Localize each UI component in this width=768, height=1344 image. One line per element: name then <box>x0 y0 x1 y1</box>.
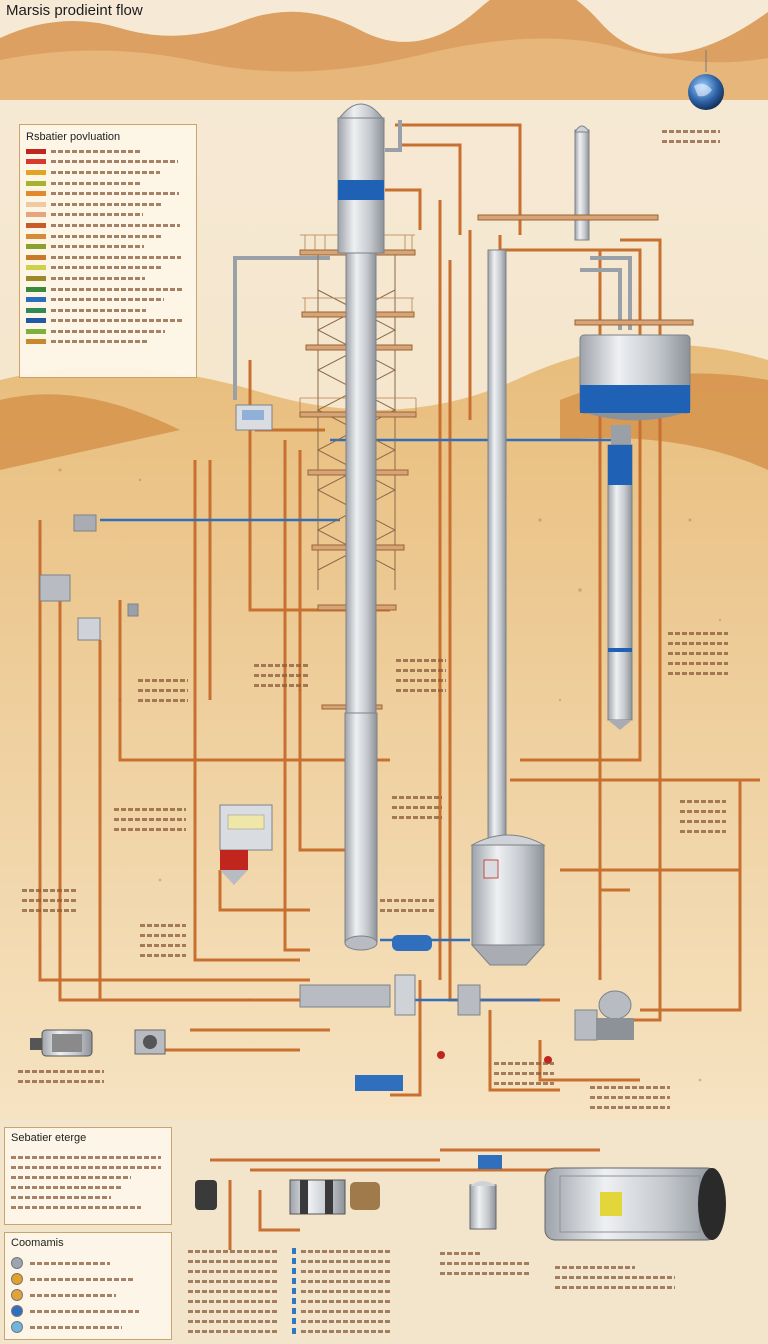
callout-heat-exchanger <box>140 920 186 960</box>
component-dot-icon <box>11 1257 23 1269</box>
legend-swatch <box>26 307 46 313</box>
component-row <box>11 1319 165 1335</box>
component-dot-icon <box>11 1305 23 1317</box>
legend-title: Rsbatier povluation <box>26 131 121 143</box>
sabatier-reactor-icon <box>299 103 417 951</box>
storage-section-machinery <box>195 1155 726 1241</box>
legend-row <box>26 337 190 348</box>
component-row <box>11 1255 165 1271</box>
page-title: Marsis prodieint flow <box>6 2 143 19</box>
legend-swatch <box>26 328 46 334</box>
component-dot-icon <box>11 1321 23 1333</box>
legend-row <box>26 316 190 327</box>
legend-swatch <box>26 159 46 165</box>
callout-methane <box>494 1058 554 1088</box>
callout-co2-feed <box>22 885 78 915</box>
legend-swatch <box>26 169 46 175</box>
legend-row <box>26 231 190 242</box>
components-title: Coomamis <box>11 1237 64 1249</box>
desert-ground <box>0 344 768 1120</box>
compressor-icon <box>30 1029 93 1057</box>
legend-row <box>26 263 190 274</box>
legend-swatch <box>26 297 46 303</box>
legend-swatch <box>26 180 46 186</box>
legend-row <box>26 167 190 178</box>
storage-notes <box>11 1152 165 1212</box>
component-row <box>11 1271 165 1287</box>
control-unit-left <box>39 404 273 641</box>
legend-row <box>26 199 190 210</box>
legend-panel: Rsbatier povluation <box>19 124 197 378</box>
legend-swatch <box>26 286 46 292</box>
storage-detail-list-c <box>440 1248 540 1278</box>
legend-swatch <box>26 254 46 260</box>
legend-swatch <box>26 244 46 250</box>
storage-detail-list-a <box>188 1246 288 1336</box>
component-row <box>11 1287 165 1303</box>
callout-right-column <box>668 628 728 678</box>
callout-feed <box>138 675 188 705</box>
storage-tank-icon <box>574 319 694 730</box>
legend-row <box>26 146 190 157</box>
legend-row <box>26 252 190 263</box>
legend-rows <box>26 146 190 347</box>
legend-row <box>26 220 190 231</box>
near-dune-left <box>0 394 180 470</box>
callout-reactor-left <box>254 660 310 690</box>
legend-row <box>26 273 190 284</box>
legend-row <box>26 241 190 252</box>
condenser-column <box>477 125 659 241</box>
legend-swatch <box>26 233 46 239</box>
legend-row <box>26 294 190 305</box>
legend-swatch <box>26 191 46 197</box>
component-dot-icon <box>11 1273 23 1285</box>
storage-detail-list-d <box>555 1262 675 1292</box>
components-panel: Coomamis <box>4 1232 172 1340</box>
storage-panel: Sebatier eterge <box>4 1127 172 1225</box>
callout-separator <box>114 804 186 834</box>
legend-swatch <box>26 318 46 324</box>
legend-row <box>26 326 190 337</box>
callout-water <box>680 796 726 836</box>
storage-detail-list-b <box>292 1246 392 1336</box>
callout-oxygen <box>590 1082 670 1112</box>
desert-texture <box>58 468 722 1082</box>
gas-lines <box>233 120 632 400</box>
callout-pump <box>18 1066 104 1086</box>
component-rows <box>11 1255 165 1335</box>
processing-cluster <box>299 935 634 1091</box>
legend-row <box>26 188 190 199</box>
legend-swatch <box>26 275 46 281</box>
legend-row <box>26 157 190 168</box>
pump-icon <box>134 1029 166 1055</box>
component-dot-icon <box>11 1289 23 1301</box>
globe-icon <box>688 50 724 110</box>
legend-swatch <box>26 148 46 154</box>
callout-condenser <box>392 792 442 822</box>
mid-dunes <box>0 38 768 100</box>
legend-row <box>26 284 190 295</box>
legend-swatch <box>26 212 46 218</box>
legend-swatch <box>26 201 46 207</box>
legend-swatch <box>26 222 46 228</box>
legend-row <box>26 210 190 221</box>
component-row <box>11 1303 165 1319</box>
legend-swatch <box>26 339 46 345</box>
callout-outlet <box>380 895 436 915</box>
callout-top-right <box>662 126 720 146</box>
methane-tank-icon <box>470 834 546 966</box>
storage-title: Sebatier eterge <box>11 1132 87 1144</box>
legend-swatch <box>26 265 46 271</box>
legend-row <box>26 305 190 316</box>
electrolyzer-icon <box>219 804 273 885</box>
riser-pipe <box>487 249 507 841</box>
callout-reactor-right <box>396 655 446 695</box>
legend-row <box>26 178 190 189</box>
